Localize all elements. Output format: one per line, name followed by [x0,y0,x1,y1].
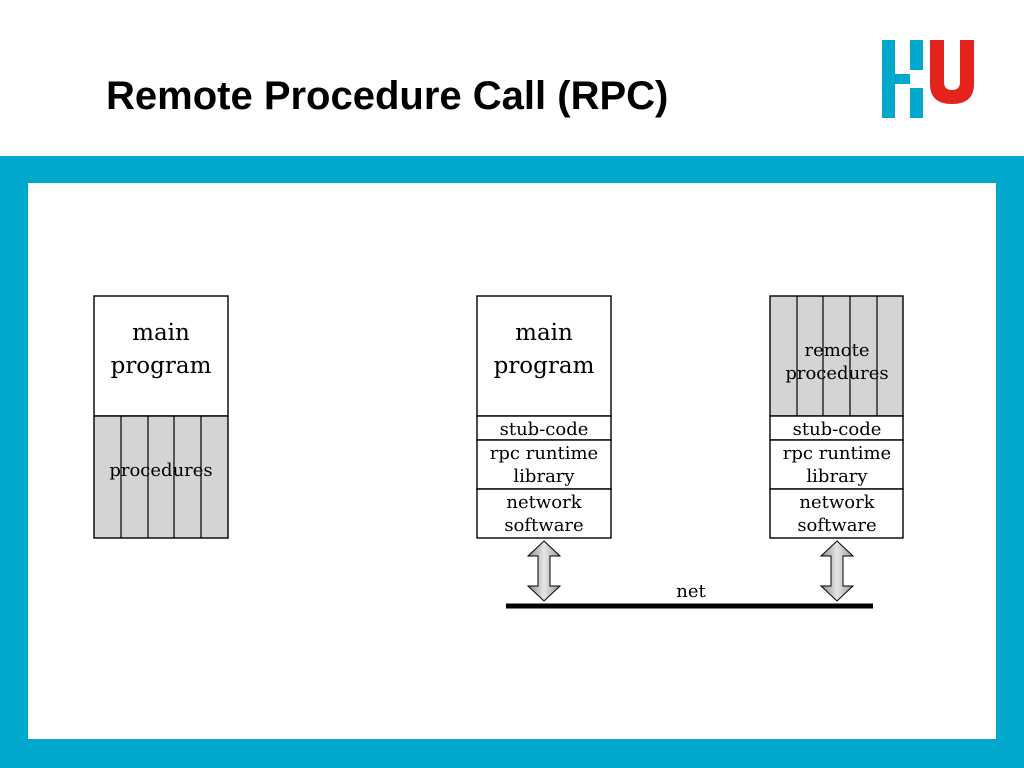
local-main-label-1: main [132,320,190,346]
client-main-label-1: main [515,320,573,346]
client-rpc-label-2: library [513,466,575,487]
logo-bar-1 [882,40,895,118]
server-remote-label-2: procedures [785,363,888,384]
server-stub-code-label: stub-code [793,419,882,440]
net-label: net [676,581,706,602]
server-stack: remote procedures stub-code rpc runtime … [769,295,904,539]
local-main-program-box [93,295,229,417]
local-procedures-label: procedures [109,460,212,481]
client-rpc-label-1: rpc runtime [490,443,598,464]
local-procedures-box [93,415,229,539]
logo-bar-3 [910,88,923,118]
server-network-software-box [769,488,904,539]
client-rpc-library-box [476,439,612,490]
logo-bar-2 [910,40,923,70]
server-network-label-2: software [797,515,876,536]
slide-title: Remote Procedure Call (RPC) [106,74,669,118]
client-network-software-box [476,488,612,539]
client-network-label-2: software [504,515,583,536]
client-main-label-2: program [494,353,595,379]
server-rpc-label-1: rpc runtime [783,443,891,464]
server-rpc-label-2: library [806,466,868,487]
client-network-label-1: network [506,492,582,513]
local-main-label-2: program [111,353,212,379]
university-logo [882,40,974,118]
server-remote-label-1: remote [804,340,869,361]
server-remote-procedures-box [769,295,904,417]
client-double-arrow-icon [526,540,562,602]
client-main-program-box [476,295,612,417]
client-stub-code-label: stub-code [500,419,589,440]
logo-letter-u [930,40,974,104]
server-network-label-1: network [799,492,875,513]
client-stub-code-box [476,415,612,441]
server-rpc-library-box [769,439,904,490]
client-stack: main program stub-code rpc runtime libra… [476,295,612,539]
server-double-arrow-icon [819,540,855,602]
local-stack: main program procedures [93,295,229,539]
logo-crossbar [895,74,910,84]
